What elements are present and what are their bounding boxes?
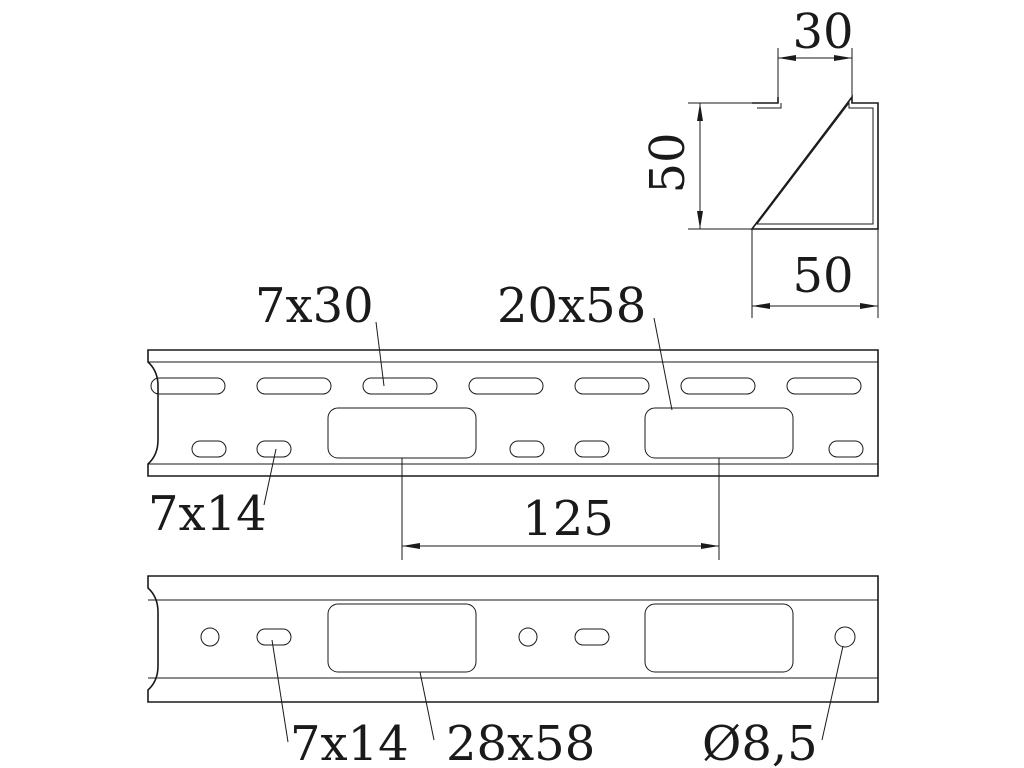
top-large-opening bbox=[327, 407, 477, 459]
dim-50h-arrow-bottom bbox=[697, 211, 703, 229]
short-slot bbox=[256, 440, 292, 458]
profile-inner bbox=[755, 101, 874, 225]
profile-height-label: 50 bbox=[640, 132, 696, 193]
short-slot bbox=[828, 440, 864, 458]
short-slot bbox=[574, 628, 610, 646]
profile-section: 30 50 50 bbox=[640, 4, 879, 318]
leader-28x58 bbox=[419, 671, 435, 741]
top-slot bbox=[786, 377, 862, 395]
top-slot-row bbox=[150, 377, 862, 395]
leader-20x58 bbox=[653, 317, 673, 411]
bottom-large-opening bbox=[644, 603, 794, 673]
hole-spacing-label: 125 bbox=[522, 491, 614, 547]
top-slot-upper-label: 7x30 bbox=[255, 278, 374, 334]
top-slot bbox=[256, 377, 332, 395]
bottom-strip-view: 7x14 28x58 Ø8,5 bbox=[147, 575, 879, 768]
dim-50h-arrow-top bbox=[697, 103, 703, 121]
short-slot bbox=[574, 440, 610, 458]
leader-7x14-top bbox=[263, 448, 277, 506]
profile-outer bbox=[750, 94, 879, 230]
top-slot bbox=[468, 377, 544, 395]
dim-125-arrow-right bbox=[701, 543, 719, 549]
top-short-slot-row bbox=[191, 440, 864, 458]
dim-50w-arrow-left bbox=[752, 303, 770, 309]
short-slot bbox=[509, 440, 545, 458]
leader-7x30 bbox=[375, 321, 385, 387]
top-strip-view: 7x30 20x58 7x14 bbox=[147, 278, 879, 542]
round-hole bbox=[834, 626, 856, 648]
round-hole bbox=[518, 627, 538, 647]
round-hole bbox=[200, 627, 220, 647]
top-slot bbox=[680, 377, 756, 395]
bottom-strip-outline bbox=[147, 575, 879, 703]
bottom-large-slot-label: 28x58 bbox=[446, 716, 595, 768]
dim-30-arrow-left bbox=[778, 55, 796, 61]
top-slot bbox=[150, 377, 226, 395]
dim-50w-arrow-right bbox=[860, 303, 878, 309]
leader-round-hole bbox=[821, 645, 844, 741]
leader-7x14-bottom bbox=[271, 639, 289, 743]
top-slot bbox=[574, 377, 650, 395]
round-hole-label: Ø8,5 bbox=[702, 716, 818, 768]
short-slot bbox=[191, 440, 227, 458]
top-strip-outline bbox=[147, 349, 879, 477]
top-large-opening bbox=[644, 407, 794, 459]
short-slot bbox=[256, 628, 292, 646]
profile-bottom-width-label: 50 bbox=[792, 248, 853, 304]
top-slot bbox=[362, 377, 438, 395]
bottom-large-opening bbox=[327, 603, 477, 673]
top-slot-lower-label: 7x14 bbox=[148, 486, 267, 542]
profile-top-width-label: 30 bbox=[792, 4, 853, 60]
dim-125-arrow-left bbox=[402, 543, 420, 549]
spacing-dimension: 125 bbox=[401, 458, 720, 560]
top-large-slot-label: 20x58 bbox=[497, 278, 646, 334]
dim-30-arrow-right bbox=[834, 55, 852, 61]
bottom-slot-label: 7x14 bbox=[290, 716, 409, 768]
